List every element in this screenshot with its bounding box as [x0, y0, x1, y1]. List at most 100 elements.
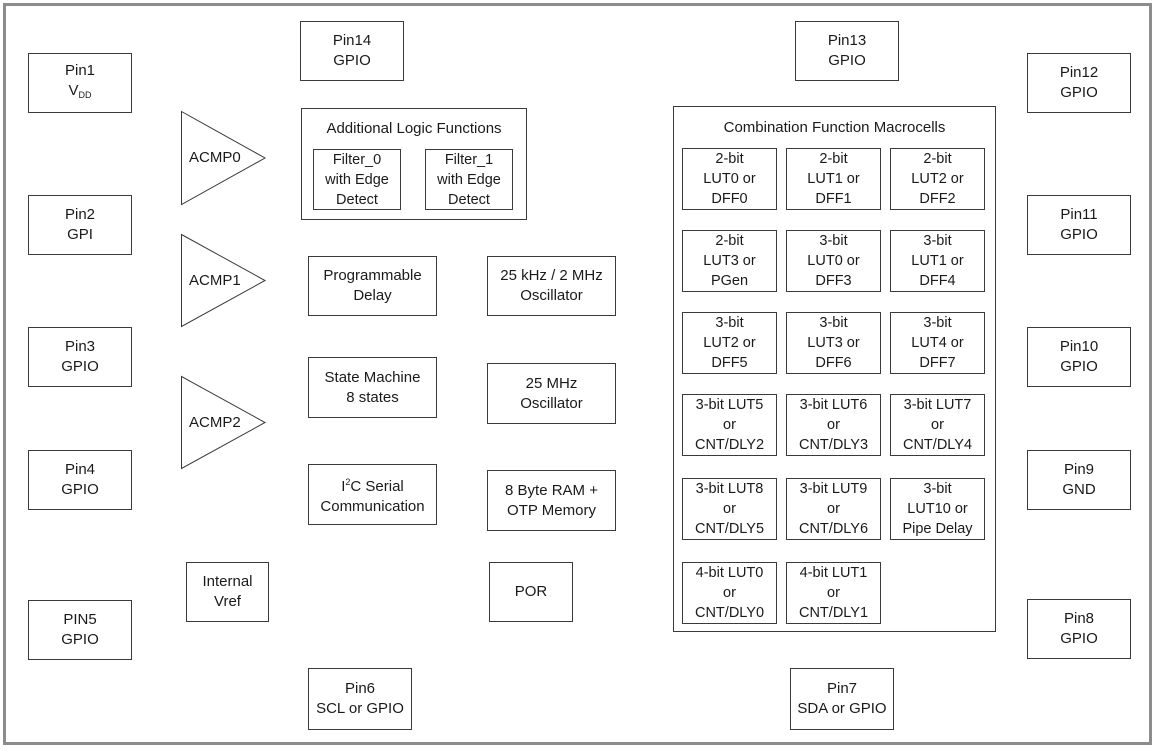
pin5-box: PIN5 GPIO — [28, 600, 132, 660]
macrocell-line: CNT/DLY1 — [798, 605, 869, 621]
acmp0-triangle — [181, 110, 267, 206]
macrocell-line: 3-bit LUT6 — [799, 397, 868, 413]
macrocell-line: LUT10 or — [907, 501, 968, 517]
macrocell-line: LUT2 or — [911, 171, 964, 187]
programmable-delay-line1: Programmable — [323, 267, 422, 284]
pin3-name: Pin3 — [64, 338, 96, 355]
pin1-function-sub: DD — [78, 90, 92, 100]
macrocell-line: 4-bit LUT0 — [695, 565, 764, 581]
i2c-line1-sup: 2 — [345, 477, 351, 487]
macrocell-line: 3-bit LUT7 — [903, 397, 972, 413]
ram-otp-box: 8 Byte RAM + OTP Memory — [487, 470, 616, 531]
filter1-line3: Detect — [448, 191, 490, 208]
pin6-name: Pin6 — [344, 680, 376, 697]
pin3-function: GPIO — [61, 358, 99, 375]
macrocell-line: Pipe Delay — [902, 521, 973, 537]
i2c-line1: I2C Serial — [341, 472, 404, 497]
pin6-function: SCL or GPIO — [316, 700, 404, 717]
pin10-name: Pin10 — [1059, 338, 1099, 355]
additional-logic-title: Additional Logic Functions — [326, 120, 502, 137]
macrocell-line: DFF7 — [919, 355, 956, 371]
acmp1-label: ACMP1 — [189, 272, 241, 289]
oscillator-25mhz-line1: 25 MHz — [525, 374, 578, 392]
macrocell-line: 3-bit — [923, 233, 952, 249]
macrocell-line: 3-bit LUT9 — [799, 481, 868, 497]
programmable-delay-box: Programmable Delay — [308, 256, 437, 316]
oscillator-25mhz-line2: Oscillator — [520, 394, 583, 412]
acmp2-label: ACMP2 — [189, 414, 241, 431]
macrocell-line: DFF4 — [919, 273, 956, 289]
pin1-function: VDD — [68, 81, 91, 105]
macrocell-line: 2-bit — [715, 233, 744, 249]
filter0-line3: Detect — [336, 191, 378, 208]
macrocell-line: CNT/DLY0 — [694, 605, 765, 621]
internal-vref-box: Internal Vref — [186, 562, 269, 622]
acmp1-shape — [181, 233, 267, 328]
macrocell-line: CNT/DLY4 — [902, 437, 973, 453]
internal-vref-line1: Internal — [202, 573, 253, 590]
macrocell-line: 3-bit LUT8 — [695, 481, 764, 497]
pin3-box: Pin3 GPIO — [28, 327, 132, 387]
filter1-line2: with Edge — [437, 171, 501, 188]
pin14-function: GPIO — [333, 52, 371, 69]
i2c-line1-rest: C Serial — [350, 478, 404, 495]
filter0-box: Filter_0 with Edge Detect — [313, 149, 401, 210]
macrocell-line: CNT/DLY6 — [798, 521, 869, 537]
macrocell-line: LUT2 or — [703, 335, 756, 351]
pin4-box: Pin4 GPIO — [28, 450, 132, 510]
filter0-line2: with Edge — [325, 171, 389, 188]
pin8-box: Pin8 GPIO — [1027, 599, 1131, 659]
filter1-box: Filter_1 with Edge Detect — [425, 149, 513, 210]
macrocell-line: 2-bit — [923, 151, 952, 167]
macrocells-title: Combination Function Macrocells — [723, 119, 946, 136]
oscillator-2mhz-line1: 25 kHz / 2 MHz — [500, 267, 603, 284]
por-label: POR — [514, 583, 548, 600]
macrocell-line: or — [723, 417, 736, 433]
i2c-line2: Communication — [320, 498, 425, 515]
macrocell-line: 2-bit — [715, 151, 744, 167]
pin2-name: Pin2 — [64, 206, 96, 223]
pin12-function: GPIO — [1060, 84, 1098, 101]
macrocell-line: or — [931, 417, 944, 433]
macrocell-line: LUT3 or — [807, 335, 860, 351]
pin7-box: Pin7 SDA or GPIO — [790, 668, 894, 730]
acmp1-triangle — [181, 233, 267, 328]
pin8-function: GPIO — [1060, 630, 1098, 647]
pin6-box: Pin6 SCL or GPIO — [308, 668, 412, 730]
macrocell-line: 4-bit LUT1 — [799, 565, 868, 581]
macrocell-line: CNT/DLY5 — [694, 521, 765, 537]
acmp0-label: ACMP0 — [189, 149, 241, 166]
ram-otp-line2: OTP Memory — [507, 501, 596, 519]
pin13-function: GPIO — [828, 52, 866, 69]
macrocell-line: LUT0 or — [807, 253, 860, 269]
oscillator-2mhz-box: 25 kHz / 2 MHz Oscillator — [487, 256, 616, 316]
pin5-name: PIN5 — [63, 611, 97, 628]
pin14-box: Pin14 GPIO — [300, 21, 404, 81]
macrocell-line: or — [827, 501, 840, 517]
macrocell-line: CNT/DLY3 — [798, 437, 869, 453]
macrocell-line: DFF1 — [815, 191, 852, 207]
macrocell-line: LUT3 or — [703, 253, 756, 269]
pin11-box: Pin11 GPIO — [1027, 195, 1131, 255]
state-machine-line2: 8 states — [346, 388, 399, 406]
macrocell-line: 3-bit — [923, 315, 952, 331]
pin9-function: GND — [1062, 481, 1096, 498]
pin1-function-main: V — [68, 82, 79, 99]
macrocell-line: LUT1 or — [807, 171, 860, 187]
filter0-line1: Filter_0 — [332, 151, 382, 168]
pin8-name: Pin8 — [1063, 610, 1095, 627]
i2c-serial-box: I2C Serial Communication — [308, 464, 437, 525]
pin7-name: Pin7 — [826, 680, 858, 697]
macrocell-line: DFF0 — [711, 191, 748, 207]
